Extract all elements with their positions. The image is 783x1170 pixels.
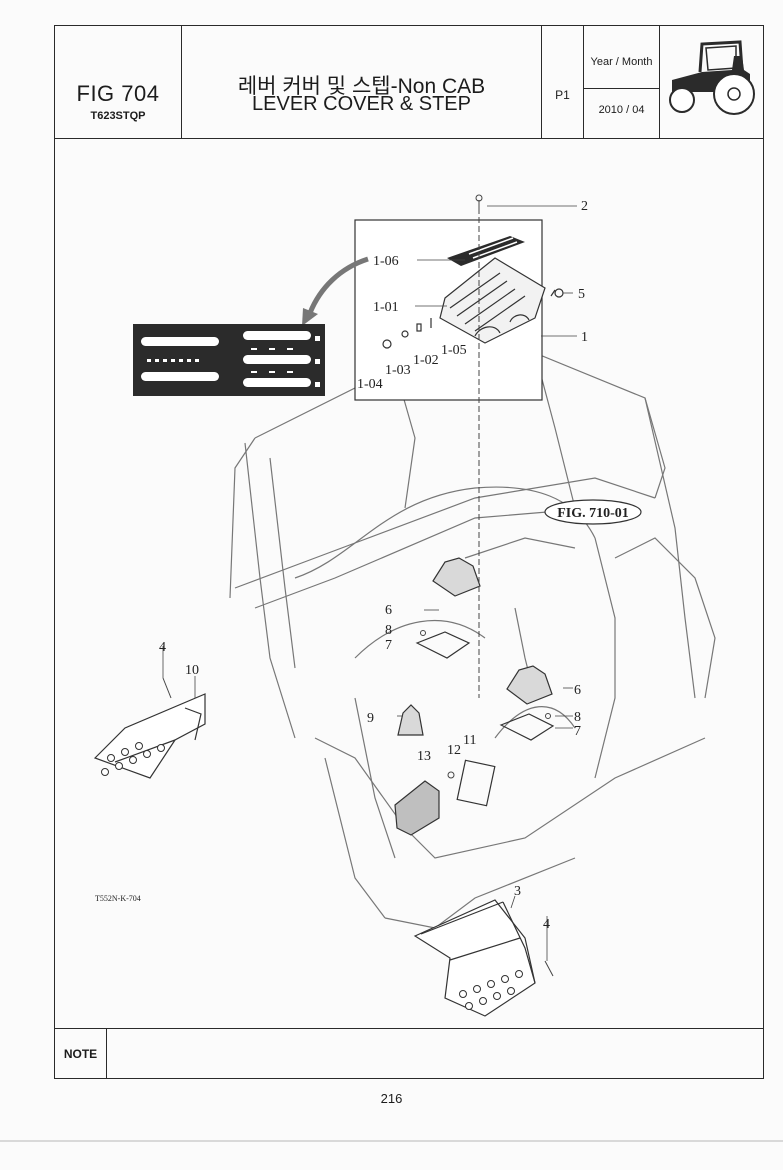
reference-fig-badge <box>544 499 642 525</box>
page-code-cell: P1 <box>542 26 584 138</box>
step-right-drawing <box>413 899 536 1017</box>
page-frame: FIG 704 T623STQP 레버 커버 및 스텝-Non CAB LEVE… <box>54 25 764 1079</box>
title-cell: 레버 커버 및 스텝-Non CAB LEVER COVER & STEP <box>182 26 542 138</box>
callout-1: 1 <box>581 330 588 345</box>
callout-2: 2 <box>581 199 588 214</box>
callout-8-bottom: 8 <box>574 710 581 725</box>
title-english: LEVER COVER & STEP <box>252 93 471 115</box>
scan-edge-line <box>0 1140 783 1142</box>
callout-10: 10 <box>185 663 199 678</box>
callout-5: 5 <box>578 287 585 302</box>
callout-1-02: 1-02 <box>413 353 439 368</box>
lever-boots <box>394 557 553 836</box>
date-label: Year / Month <box>590 56 653 68</box>
lever-plate-label <box>447 236 525 266</box>
callout-7-bottom: 7 <box>574 724 581 739</box>
shift-pattern-slots <box>141 331 311 387</box>
shift-pattern-markers <box>315 336 320 387</box>
callout-6-top: 6 <box>385 603 392 618</box>
tractor-icon <box>669 40 755 115</box>
step-right-holes <box>459 970 523 1010</box>
callout-1-03: 1-03 <box>385 363 411 378</box>
step-left-holes <box>101 742 165 776</box>
title-korean: 레버 커버 및 스텝-Non CAB <box>237 75 486 98</box>
callout-11: 11 <box>463 733 476 748</box>
callout-1-01: 1-01 <box>373 300 399 315</box>
callout-3: 3 <box>514 884 521 899</box>
exploded-parts-diagram: FIG. 710-01 2 1-06 1-01 5 1 1-05 1-02 1-… <box>93 194 716 1017</box>
callout-1-04: 1-04 <box>357 377 383 392</box>
callout-7-top: 7 <box>385 638 392 653</box>
lever-plate-slots <box>468 237 518 259</box>
reference-fig-label: FIG. 710-01 <box>557 506 629 521</box>
date-divider <box>584 88 659 89</box>
model-code: T623STQP <box>90 110 146 122</box>
shift-pattern-icons <box>147 348 293 373</box>
drawing-code: T552N-K-704 <box>95 894 141 903</box>
pointer-arrow <box>307 256 369 314</box>
date-cell: Year / Month 2010 / 04 <box>584 26 660 138</box>
callout-6-bottom: 6 <box>574 683 581 698</box>
lever-cover-assembly <box>382 257 564 349</box>
fig-number: FIG 704 <box>76 81 160 106</box>
cabin-frame-drawing <box>229 352 716 929</box>
callout-8-top: 8 <box>385 623 392 638</box>
callout-1-05: 1-05 <box>441 343 467 358</box>
callout-4-left: 4 <box>159 640 166 655</box>
callout-1-06: 1-06 <box>373 254 399 269</box>
callout-9: 9 <box>367 711 374 726</box>
step-left-drawing <box>93 693 206 779</box>
note-row: NOTE <box>55 1028 763 1079</box>
callout-13: 13 <box>417 749 431 764</box>
page-number: 216 <box>380 1091 403 1106</box>
fig-cell: FIG 704 T623STQP <box>55 26 182 138</box>
boot-gaskets <box>415 631 555 807</box>
note-label: NOTE <box>55 1029 107 1079</box>
callout-12: 12 <box>447 743 461 758</box>
leader-lines <box>162 205 577 961</box>
page-code: P1 <box>555 88 570 102</box>
callout-4-right: 4 <box>543 917 550 932</box>
date-value: 2010 / 04 <box>598 104 645 116</box>
pointer-arrow-head <box>302 308 318 326</box>
header-block: FIG 704 T623STQP 레버 커버 및 스텝-Non CAB LEVE… <box>55 26 763 139</box>
